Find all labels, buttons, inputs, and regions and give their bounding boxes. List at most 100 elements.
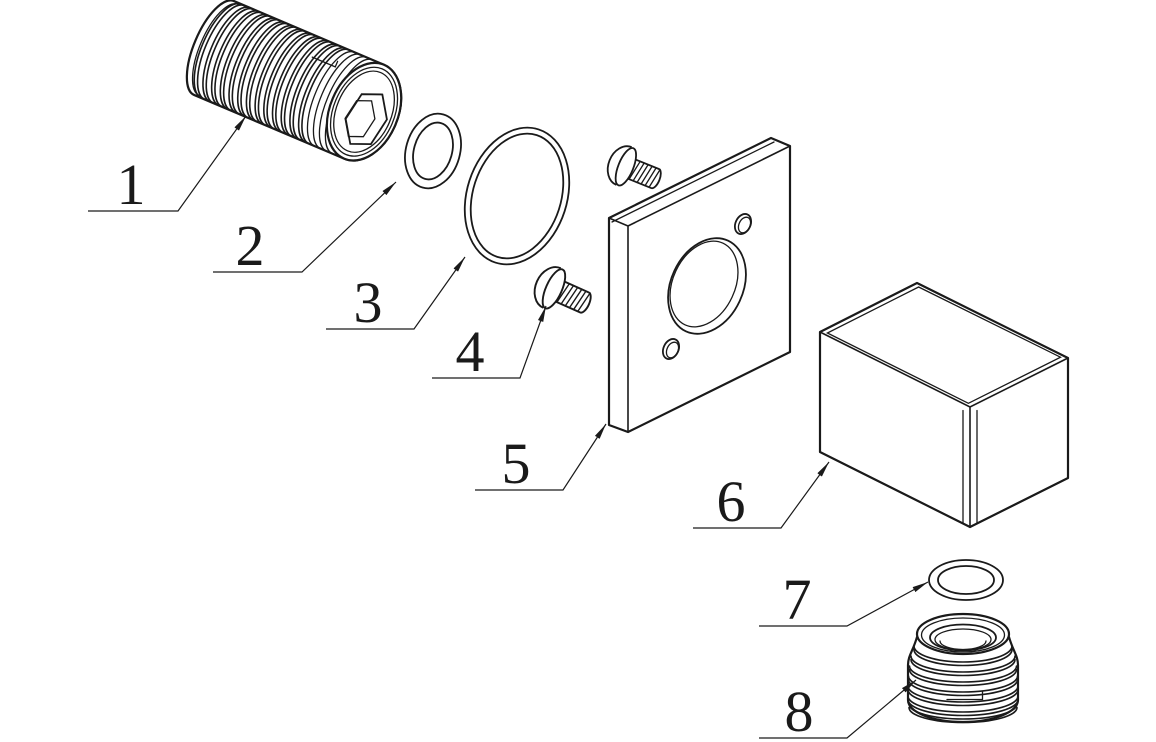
- screw-head-flange: [614, 147, 637, 187]
- part-2-inner: [412, 121, 454, 181]
- thread-line: [280, 39, 330, 136]
- thread-line: [193, 2, 243, 99]
- thread-line: [312, 53, 362, 150]
- part-1-face-ring: [329, 66, 399, 157]
- part-3-inner: [469, 132, 565, 260]
- screw-dome: [606, 145, 632, 186]
- thread-line: [292, 44, 342, 141]
- thread-line: [910, 658, 1016, 677]
- thread-line: [245, 24, 295, 122]
- thread-line: [263, 32, 312, 129]
- thread-line: [564, 286, 579, 307]
- thread-line: [297, 47, 347, 144]
- thread-line: [913, 645, 1013, 663]
- callout-3: 3: [326, 256, 466, 335]
- thread-line: [289, 43, 338, 140]
- callout-label-4: 4: [456, 319, 485, 384]
- box-top-chamfer: [825, 286, 1062, 405]
- thread-line: [628, 160, 641, 180]
- thread-line: [236, 21, 286, 118]
- thread-line: [908, 703, 1018, 720]
- thread-line: [577, 292, 591, 313]
- callout-2: 2: [213, 181, 397, 278]
- screw-threads: [556, 283, 591, 313]
- thread-line: [636, 164, 649, 184]
- leader-line-4: [432, 305, 547, 379]
- thread-line: [907, 698, 1019, 717]
- thread-line: [205, 7, 255, 104]
- leader-line-1: [88, 115, 247, 212]
- box-silhouette: [818, 281, 1070, 529]
- thread-line: [214, 11, 263, 108]
- part-7-inner: [937, 565, 995, 595]
- callout-4: 4: [432, 305, 547, 384]
- plate-top-chamfer: [611, 141, 775, 223]
- thread-line: [283, 41, 333, 138]
- thread-line: [248, 26, 298, 123]
- thread-line: [648, 168, 661, 188]
- thread-line: [640, 165, 653, 185]
- leader-line-2: [213, 181, 397, 273]
- thread-line: [907, 695, 1019, 713]
- box-front-edge-chamfer: [962, 409, 978, 525]
- part-8-threaded-bushing-drawing: [906, 612, 1020, 724]
- thread-line: [907, 688, 1019, 707]
- leader-line-6: [693, 461, 830, 529]
- bushing-threads: [907, 645, 1019, 724]
- thread-line: [908, 665, 1018, 683]
- thread-line: [219, 13, 269, 110]
- plate-center-hole-bore: [669, 240, 739, 328]
- thread-line: [560, 284, 575, 305]
- thread-line: [196, 4, 246, 101]
- callout-5: 5: [475, 423, 607, 496]
- bushing-top-rim: [915, 612, 1011, 656]
- leader-line-7: [759, 581, 929, 627]
- bushing-thread-runout-notch: [946, 690, 984, 701]
- thread-line: [202, 6, 251, 103]
- leader-line-8: [759, 679, 917, 739]
- thread-line: [254, 28, 303, 125]
- thread-line: [908, 668, 1018, 687]
- thread-line: [568, 288, 583, 309]
- plate-screw-hole-bottom-bore: [665, 341, 680, 359]
- thread-line: [632, 162, 645, 182]
- thread-line: [210, 10, 260, 107]
- thread-line: [240, 22, 289, 119]
- callout-6: 6: [693, 461, 830, 534]
- plate-center-hole: [667, 237, 747, 335]
- box-edges: [819, 331, 1069, 528]
- part-2-washer-ring-drawing: [404, 112, 462, 190]
- thread-line: [907, 685, 1019, 703]
- bushing-bore-bottom: [939, 640, 987, 651]
- thread-line: [306, 51, 356, 147]
- thread-line: [556, 283, 571, 303]
- part-7-flat-washer-drawing: [928, 559, 1004, 601]
- leader-line-3: [326, 256, 466, 330]
- plate-screw-hole-top-bore: [737, 216, 752, 234]
- part-1-hex-socket-bottom: [344, 99, 376, 138]
- callout-label-2: 2: [236, 213, 265, 278]
- thread-line: [318, 56, 368, 152]
- part-1-face: [325, 61, 403, 162]
- thread-line: [231, 18, 281, 116]
- part-5-mounting-plate-drawing: [607, 136, 792, 434]
- thread-line: [913, 648, 1013, 667]
- thread-line: [910, 655, 1016, 673]
- callout-7: 7: [759, 567, 929, 632]
- thread-line: [271, 36, 321, 133]
- callout-8: 8: [759, 679, 917, 742]
- part-4-screw-drawing: [533, 266, 592, 314]
- callout-label-5: 5: [502, 431, 531, 496]
- callout-label-6: 6: [717, 469, 746, 534]
- thread-line: [644, 167, 657, 187]
- thread-line: [228, 17, 277, 114]
- screw-threads: [628, 160, 661, 188]
- part-1-set-screw-drawing: [185, 0, 403, 162]
- part-1-threads: [193, 2, 374, 155]
- part-3-o-ring-drawing: [463, 126, 571, 266]
- thread-line: [572, 290, 587, 311]
- part-1-face-ring: [333, 70, 395, 153]
- callout-label-8: 8: [785, 679, 814, 742]
